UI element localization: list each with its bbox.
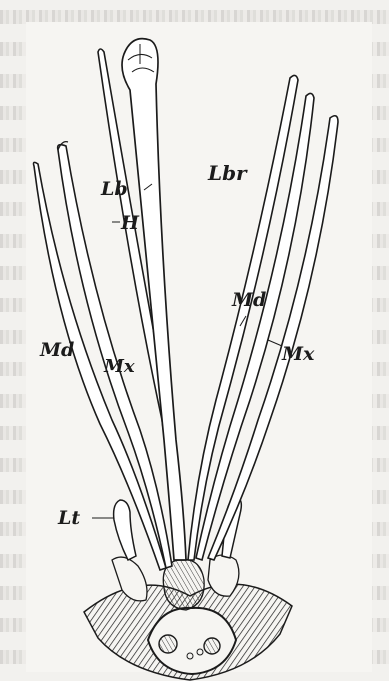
label-md-left: Md [39,339,74,361]
palp-joint [208,555,239,596]
label-md-right: Md [231,289,266,311]
head-organ [204,638,220,654]
labial-palp-left [114,500,136,560]
label-lb: Lb [100,178,128,200]
label-lt: Lt [57,507,80,529]
label-h: H [120,212,140,234]
label-mx-left: Mx [103,356,135,377]
head-organ [159,635,177,653]
label-lbr: Lbr [207,161,248,185]
leader-line-mx-right [268,340,282,346]
label-mx-right: Mx [281,343,315,365]
